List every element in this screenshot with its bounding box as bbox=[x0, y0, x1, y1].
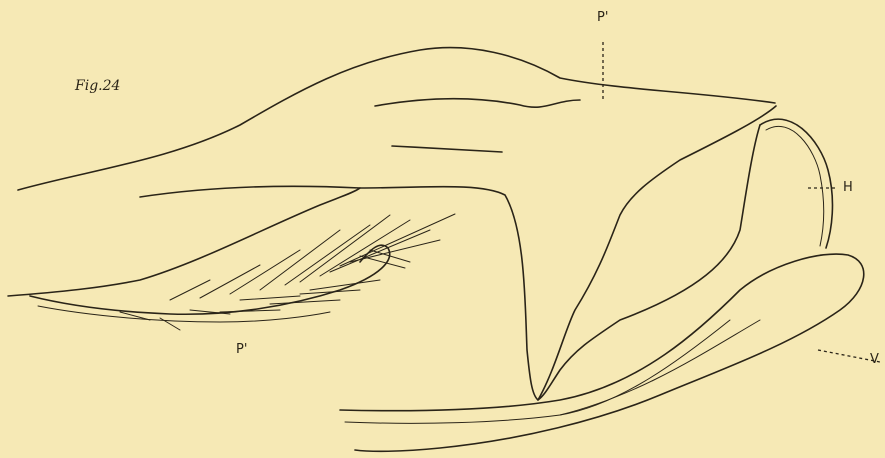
label-v: V bbox=[870, 352, 879, 367]
left-limb-upper bbox=[8, 188, 360, 296]
lower-limb-edge bbox=[560, 320, 760, 415]
lower-limb-upper bbox=[340, 254, 864, 451]
loop-left bbox=[538, 125, 760, 400]
ridge-line-lower bbox=[392, 146, 502, 152]
label-h: H bbox=[843, 180, 853, 195]
ridge-line-upper bbox=[375, 99, 580, 108]
loop-inner bbox=[766, 126, 824, 246]
label-p-bottom: P' bbox=[236, 342, 247, 357]
label-p-top: P' bbox=[597, 10, 608, 25]
lower-limb-inner bbox=[345, 320, 730, 423]
bristles bbox=[120, 214, 455, 330]
figure-title: Fig.24 bbox=[75, 78, 120, 94]
upper-outline bbox=[18, 48, 775, 190]
